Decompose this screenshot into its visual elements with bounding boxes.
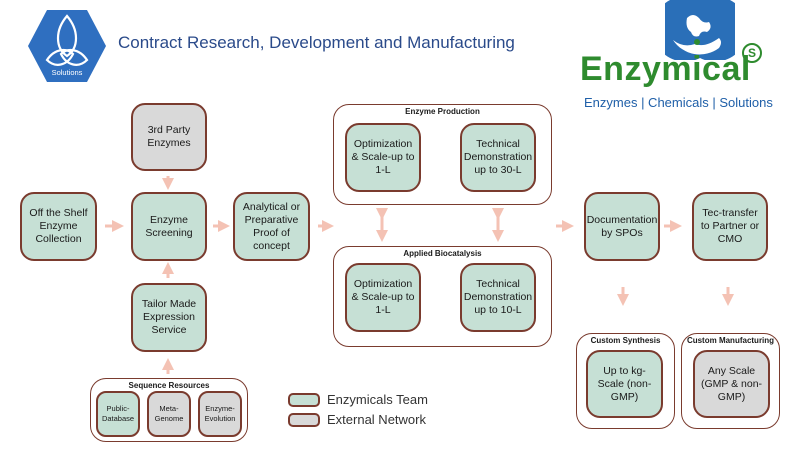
node-biocatalysis-demonstration: Technical Demonstration up to 10-L: [460, 263, 536, 332]
node-tec-transfer: Tec-transfer to Partner or CMO: [692, 192, 768, 261]
legend-label-external: External Network: [327, 412, 426, 427]
node-proof-of-concept: Analytical or Preparative Proof of conce…: [233, 192, 310, 261]
node-tailor-made-expression: Tailor Made Expression Service: [131, 283, 207, 352]
node-any-scale: Any Scale (GMP & non-GMP): [693, 350, 770, 418]
node-documentation: Documentation by SPOs: [584, 192, 660, 261]
node-biocatalysis-optimization: Optimization & Scale-up to 1-L: [345, 263, 421, 332]
legend-swatch-team: [288, 393, 320, 407]
group-title: Enzyme Production: [405, 107, 480, 116]
node-public-database: Public-Database: [96, 391, 140, 437]
node-enzyme-evolution: Enzyme-Evolution: [198, 391, 242, 437]
page-title: Contract Research, Development and Manuf…: [118, 33, 515, 52]
brand-name: Enzymical: [580, 50, 751, 88]
group-enzyme-production: Enzyme Production Optimization & Scale-u…: [333, 104, 552, 205]
group-applied-biocatalysis: Applied Biocatalysis Optimization & Scal…: [333, 246, 552, 347]
group-title: Applied Biocatalysis: [403, 249, 482, 258]
node-meta-genome: Meta-Genome: [147, 391, 191, 437]
group-sequence-resources: Sequence Resources Public-Database Meta-…: [90, 378, 248, 442]
node-production-optimization: Optimization & Scale-up to 1-L: [345, 123, 421, 192]
node-third-party-enzymes: 3rd Party Enzymes: [131, 103, 207, 171]
badge-label: Solutions: [51, 68, 83, 77]
brand-superscript: S: [742, 43, 762, 63]
node-production-demonstration: Technical Demonstration up to 30-L: [460, 123, 536, 192]
globe-icon: [665, 0, 735, 60]
node-kg-scale: Up to kg-Scale (non-GMP): [586, 350, 663, 418]
group-custom-manufacturing: Custom Manufacturing Any Scale (GMP & no…: [681, 333, 780, 429]
triquetra-icon: [28, 10, 106, 82]
legend-swatch-external: [288, 413, 320, 427]
solutions-badge: Solutions: [27, 8, 107, 84]
brand-logo: Enzymical S Enzymes | Chemicals | Soluti…: [570, 0, 800, 115]
group-title: Custom Synthesis: [590, 336, 661, 345]
group-custom-synthesis: Custom Synthesis Up to kg-Scale (non-GMP…: [576, 333, 675, 429]
group-title: Sequence Resources: [128, 381, 210, 390]
node-enzyme-screening: Enzyme Screening: [131, 192, 207, 261]
group-title: Custom Manufacturing: [686, 336, 775, 345]
node-off-the-shelf: Off the Shelf Enzyme Collection: [20, 192, 97, 261]
brand-tagline: Enzymes | Chemicals | Solutions: [584, 95, 773, 110]
legend-label-team: Enzymicals Team: [327, 392, 428, 407]
